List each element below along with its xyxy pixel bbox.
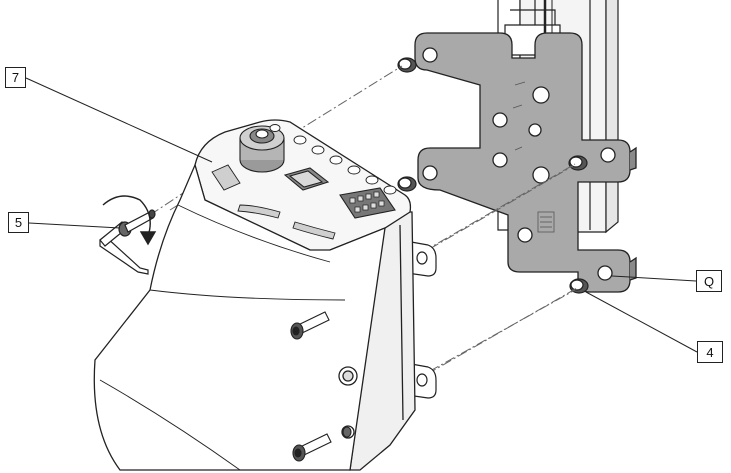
terminal-block <box>339 187 396 219</box>
screw-upper <box>290 311 330 340</box>
round-connector <box>239 125 285 173</box>
nut-middle <box>397 176 417 192</box>
rotation-arrow-icon <box>102 195 157 246</box>
nut-top <box>397 57 417 73</box>
ethernet-port <box>283 167 330 191</box>
connectors <box>239 124 397 219</box>
leader-lines <box>25 77 698 353</box>
adapter-plate <box>414 32 637 293</box>
callout-screw-tool: 5 <box>8 212 29 233</box>
callout-nut: 4 <box>697 341 723 363</box>
screw-lower <box>292 433 332 462</box>
callout-module: 7 <box>5 67 26 88</box>
nuts <box>397 57 589 294</box>
module-body <box>93 119 416 471</box>
screws <box>290 311 352 462</box>
screw-bracket <box>342 426 352 438</box>
callout-adapter-plate: Q <box>696 270 722 292</box>
nut-right <box>568 155 588 171</box>
hex-key-tool <box>99 209 156 275</box>
